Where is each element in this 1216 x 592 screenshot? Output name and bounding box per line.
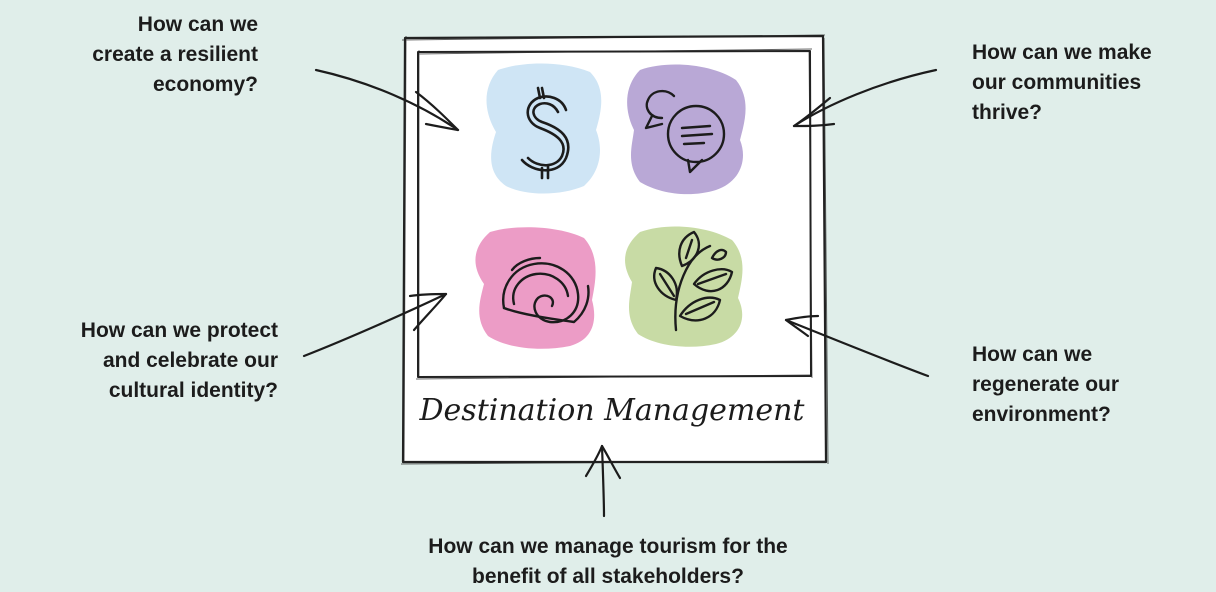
arrow-economy xyxy=(314,68,460,132)
question-line: How can we make xyxy=(972,41,1152,64)
speech-bubble-icon xyxy=(644,89,726,174)
question-tourism: How can we manage tourism for the benefi… xyxy=(300,532,916,592)
question-line: cultural identity? xyxy=(108,379,278,402)
question-line: economy? xyxy=(152,73,258,96)
question-line: benefit of all stakeholders? xyxy=(472,565,744,588)
question-line: and celebrate our xyxy=(102,349,278,372)
arrow-community xyxy=(792,68,938,128)
frame-caption: Destination Management xyxy=(419,393,806,428)
koru-icon xyxy=(502,256,590,324)
question-line: How can we protect xyxy=(80,319,278,342)
question-environment: How can we regenerate our environment? xyxy=(972,340,1119,430)
question-line: How can we xyxy=(137,13,258,36)
question-line: our communities xyxy=(972,71,1142,94)
question-line: regenerate our xyxy=(972,373,1120,396)
leaves-icon xyxy=(653,230,734,332)
question-community: How can we make our communities thrive? xyxy=(972,38,1152,128)
question-economy: How can we create a resilient economy? xyxy=(92,10,258,100)
question-line: How can we manage tourism for the xyxy=(428,535,788,558)
question-line: create a resilient xyxy=(92,43,258,66)
question-line: thrive? xyxy=(972,101,1043,124)
question-line: How can we xyxy=(972,343,1093,366)
arrow-tourism xyxy=(584,444,622,518)
question-culture: How can we protect and celebrate our cul… xyxy=(81,316,278,406)
question-line: environment? xyxy=(972,403,1111,426)
arrow-environment xyxy=(784,314,930,378)
speech-bubble-blob xyxy=(627,64,746,195)
dollar-icon xyxy=(520,86,570,180)
arrow-culture xyxy=(302,292,448,358)
